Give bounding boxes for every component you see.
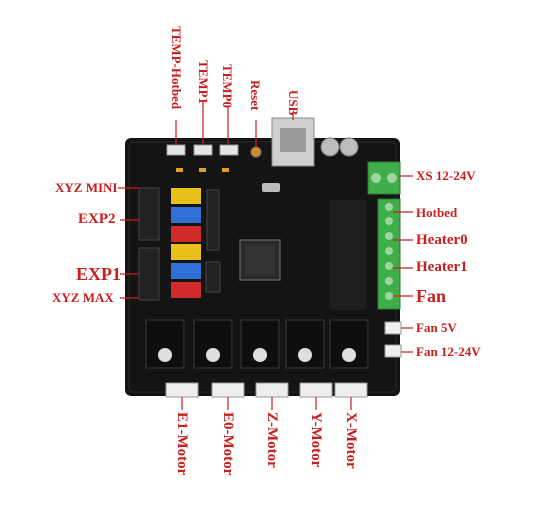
label-temp1: TEMP1 xyxy=(196,60,211,105)
stepper-drivers xyxy=(145,319,369,369)
label-xyz-mini: XYZ MINI xyxy=(55,180,118,195)
mcu-chip xyxy=(239,239,281,281)
label-x-motor: X-Motor xyxy=(343,412,359,469)
label-hotbed: Hotbed xyxy=(416,205,458,220)
label-fan5v: Fan 5V xyxy=(416,320,457,335)
capacitor xyxy=(320,137,340,157)
label-temp-hotbed: TEMP-Hotbed xyxy=(169,26,184,110)
label-fan1224: Fan 12-24V xyxy=(416,344,481,359)
label-e0-motor: E0-Motor xyxy=(220,412,236,476)
label-usb: USB xyxy=(286,90,301,116)
label-exp2: EXP2 xyxy=(78,211,116,227)
crystal xyxy=(262,183,280,192)
capacitor xyxy=(339,137,359,157)
motor-connectors xyxy=(165,382,368,398)
label-temp0: TEMP0 xyxy=(220,64,235,109)
endstop-jumpers xyxy=(171,188,201,298)
label-reset: Reset xyxy=(248,80,263,111)
temp-connectors xyxy=(166,144,239,156)
label-z-motor: Z-Motor xyxy=(264,412,280,468)
power-terminal xyxy=(367,161,401,195)
fan-connector xyxy=(384,321,402,335)
fan-connector xyxy=(384,344,402,358)
usb-port xyxy=(271,117,315,167)
reset-button xyxy=(250,146,262,158)
label-heater0: Heater0 xyxy=(416,232,468,248)
label-heater1: Heater1 xyxy=(416,259,468,275)
label-xyz-max: XYZ MAX xyxy=(52,290,114,305)
label-xs: XS 12-24V xyxy=(416,168,476,183)
leader-lines xyxy=(118,102,413,410)
output-terminals xyxy=(377,198,401,310)
label-exp1: EXP1 xyxy=(76,264,121,284)
label-e1-motor: E1-Motor xyxy=(174,412,190,476)
label-y-motor: Y-Motor xyxy=(308,412,324,468)
label-fan: Fan xyxy=(416,286,447,306)
